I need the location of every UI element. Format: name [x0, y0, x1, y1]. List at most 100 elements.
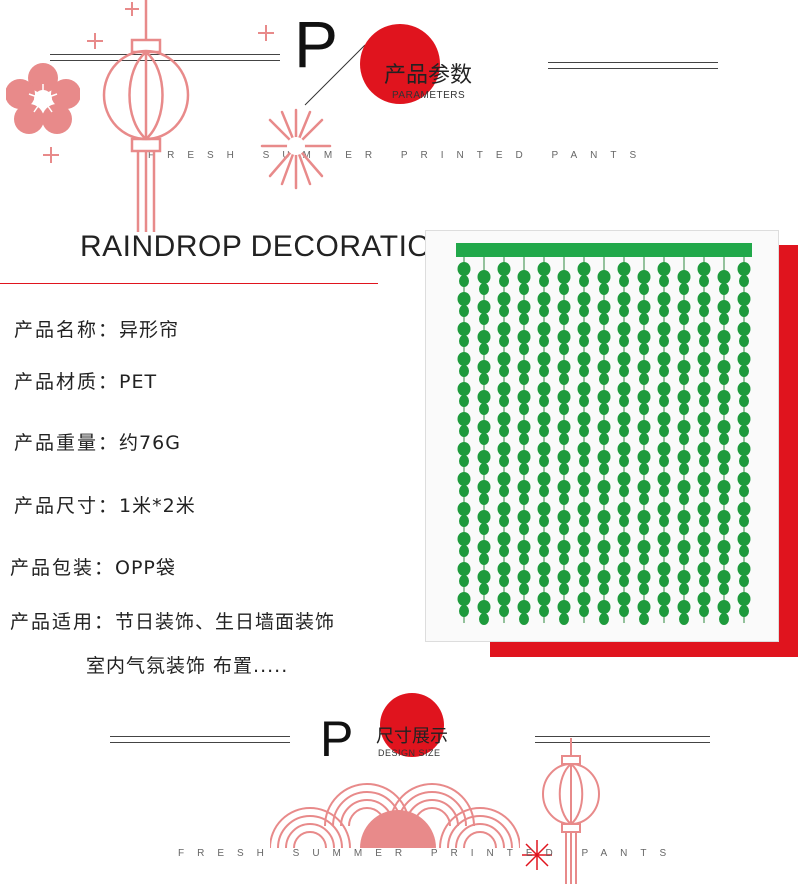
header-deco-text: FRESH SUMMER PRINTED PANTS	[148, 150, 650, 161]
curtain-drop	[637, 270, 651, 295]
curtain-drop	[717, 330, 731, 355]
curtain-drop	[477, 480, 491, 505]
curtain-drop	[597, 270, 611, 295]
curtain-drop	[477, 540, 491, 565]
curtain-drop	[697, 262, 711, 287]
curtain-drop	[517, 480, 531, 505]
curtain-drop	[697, 382, 711, 407]
curtain-drop	[517, 600, 531, 625]
curtain-drop	[637, 600, 651, 625]
curtain-drop	[557, 480, 571, 505]
curtain-drop	[637, 360, 651, 385]
curtain-drop	[537, 262, 551, 287]
curtain-drop	[517, 510, 531, 535]
curtain-drop	[617, 592, 631, 617]
header-line-right-2	[535, 742, 710, 743]
spec-value: 约76G	[119, 432, 181, 454]
curtain-drop	[537, 382, 551, 407]
curtain-drop	[577, 472, 591, 497]
spec-key: 产品材质：	[14, 371, 120, 393]
curtain-drop	[637, 420, 651, 445]
spec-key: 产品包装：	[10, 557, 116, 579]
lantern-icon	[102, 0, 190, 232]
curtain-drop	[597, 450, 611, 475]
spec-item: 产品尺寸：1米*2米	[14, 491, 196, 518]
curtain-drop	[477, 420, 491, 445]
curtain-drop	[457, 502, 471, 527]
curtain-drop	[737, 472, 751, 497]
curtain-drop	[577, 382, 591, 407]
curtain-drop	[557, 570, 571, 595]
curtain-drop	[677, 600, 691, 625]
plus-sparkle-icon	[258, 25, 274, 41]
curtain-drop	[677, 300, 691, 325]
firework-icon	[522, 840, 552, 870]
curtain-drop	[497, 502, 511, 527]
header-line-right	[548, 62, 718, 63]
curtain-drop	[557, 600, 571, 625]
header-line-left-2	[50, 60, 280, 61]
curtain-drop	[517, 360, 531, 385]
curtain-drop	[697, 412, 711, 437]
curtain-drop	[677, 480, 691, 505]
curtain-drop	[537, 472, 551, 497]
curtain-drop	[737, 502, 751, 527]
curtain-drop	[537, 352, 551, 377]
curtain-drop	[477, 390, 491, 415]
header-title-en: DESIGN SIZE	[378, 748, 441, 758]
curtain-drop	[657, 322, 671, 347]
curtain-drop	[737, 352, 751, 377]
curtain-drop	[637, 570, 651, 595]
curtain-drop	[657, 502, 671, 527]
curtain-drop	[677, 570, 691, 595]
curtain-drop	[717, 450, 731, 475]
plum-blossom-icon	[6, 63, 80, 134]
curtain-drop	[597, 540, 611, 565]
curtain-drop	[497, 442, 511, 467]
curtain-drop	[457, 442, 471, 467]
curtain-drop	[657, 592, 671, 617]
header-red-circle	[380, 693, 444, 757]
curtain-drop	[597, 390, 611, 415]
curtain-drop	[617, 262, 631, 287]
curtain-drop	[657, 382, 671, 407]
curtain-drop	[657, 442, 671, 467]
curtain-drop	[457, 352, 471, 377]
header-title-en: PARAMETERS	[392, 90, 466, 101]
curtain-drop	[457, 262, 471, 287]
curtain-drop	[617, 562, 631, 587]
curtain-drop	[557, 300, 571, 325]
curtain-drop	[557, 420, 571, 445]
curtain-drop	[517, 570, 531, 595]
curtain-drop	[717, 360, 731, 385]
curtain-drop	[597, 420, 611, 445]
footer-deco-text: FRESH SUMMER PRINTED PANTS	[178, 848, 680, 859]
curtain-drop	[617, 442, 631, 467]
spec-value: 1米*2米	[119, 495, 196, 517]
curtain-drop	[577, 352, 591, 377]
plus-sparkle-icon	[87, 33, 103, 49]
curtain-drop	[657, 532, 671, 557]
product-image	[425, 230, 779, 642]
curtain-drop	[477, 300, 491, 325]
curtain-drop	[517, 420, 531, 445]
header-letter: P	[294, 7, 339, 81]
curtain-drop	[717, 540, 731, 565]
wave-pattern-icon	[270, 783, 520, 848]
plus-sparkle-icon	[125, 2, 139, 16]
lantern-icon	[542, 738, 600, 884]
curtain-drop	[557, 450, 571, 475]
curtain-drop	[457, 382, 471, 407]
curtain-drop	[577, 292, 591, 317]
spec-item: 产品名称：异形帘	[14, 315, 179, 342]
curtain-drop	[637, 390, 651, 415]
curtain-drop	[457, 292, 471, 317]
spec-item: 产品包装：OPP袋	[10, 553, 176, 580]
spec-value: 异形帘	[119, 319, 180, 341]
curtain-drop	[537, 292, 551, 317]
curtain-drop	[597, 330, 611, 355]
curtain-drop	[517, 390, 531, 415]
spec-key: 产品尺寸：	[14, 495, 120, 517]
curtain-drop	[637, 300, 651, 325]
header-title-cn: 产品参数	[384, 63, 473, 88]
